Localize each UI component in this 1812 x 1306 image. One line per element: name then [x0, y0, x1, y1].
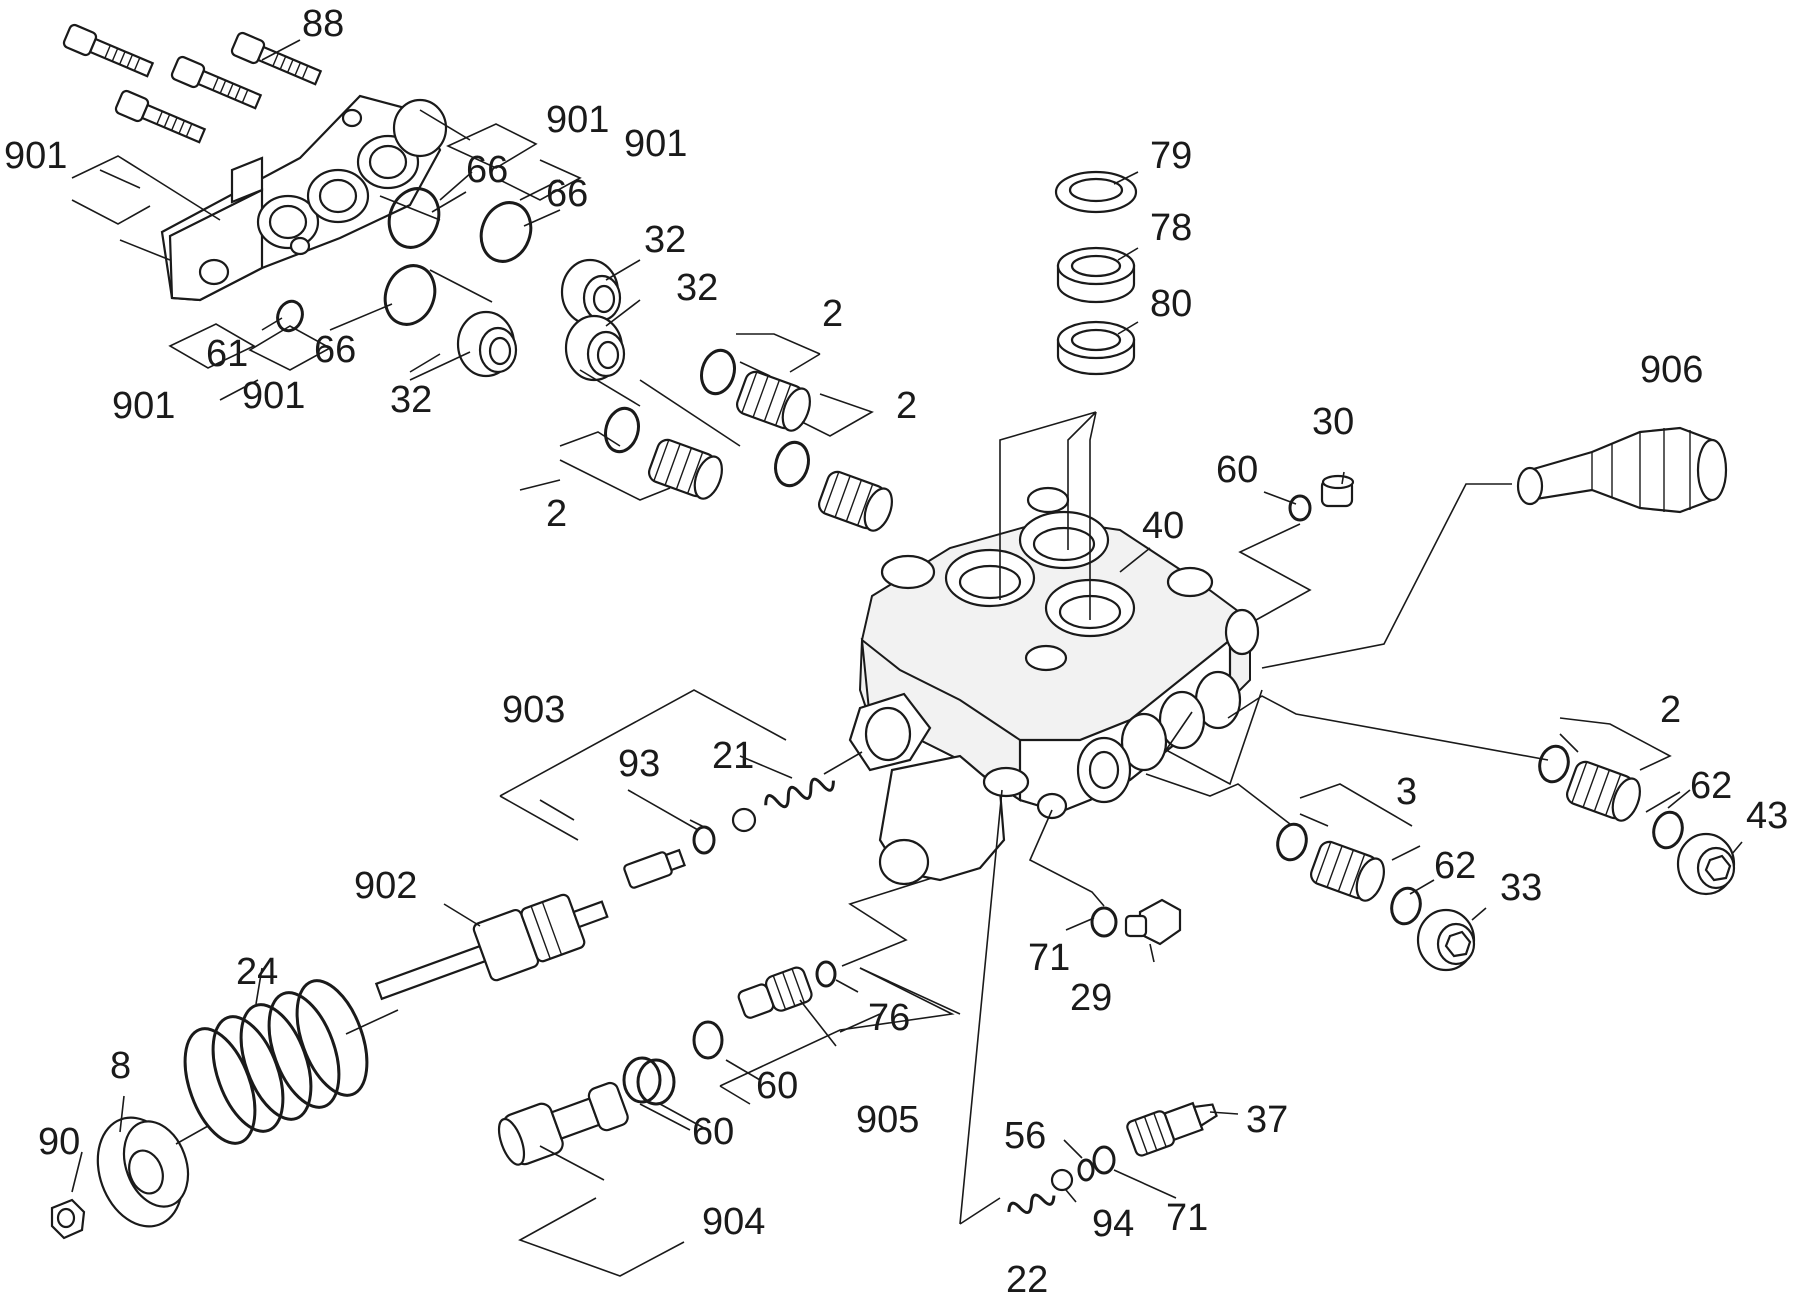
label-901-a: 901: [4, 135, 67, 177]
part-seals-79-78-80: [1054, 170, 1138, 376]
label-94: 94: [1092, 1203, 1134, 1245]
label-56: 56: [1004, 1115, 1046, 1157]
label-78: 78: [1150, 207, 1192, 249]
part-30-plug: [1288, 474, 1355, 522]
label-906: 906: [1640, 349, 1703, 391]
part-902-piston: [374, 893, 609, 1001]
part-906-fitting: [1516, 426, 1728, 514]
label-32-b: 32: [676, 267, 718, 309]
label-76: 76: [868, 997, 910, 1039]
label-60-b: 60: [756, 1065, 798, 1107]
label-904: 904: [702, 1201, 765, 1243]
label-903: 903: [502, 689, 565, 731]
label-3: 3: [1396, 771, 1417, 813]
label-30: 30: [1312, 401, 1354, 443]
label-29: 29: [1070, 977, 1112, 1019]
part-905-piston: [692, 960, 837, 1060]
label-902: 902: [354, 865, 417, 907]
label-60-c: 60: [692, 1111, 734, 1153]
part-40-pump-head: [848, 486, 1260, 886]
label-71-b: 71: [1166, 1197, 1208, 1239]
label-88: 88: [302, 3, 344, 45]
label-66-c: 66: [314, 329, 356, 371]
label-901-d: 901: [112, 385, 175, 427]
callout-labels: 88 901 901 901 66 66 66 32 32 32 61 901 …: [4, 3, 1788, 1301]
label-2-c: 2: [546, 493, 567, 535]
part-88-screws: [62, 23, 323, 144]
label-2-b: 2: [896, 385, 917, 427]
part-valve-seats-32: [456, 258, 626, 382]
part-valve-orings: [604, 348, 810, 488]
label-32-a: 32: [644, 219, 686, 261]
label-66-a: 66: [466, 149, 508, 191]
part-904-sleeve: [497, 1056, 676, 1166]
label-60-a: 60: [1216, 449, 1258, 491]
label-37: 37: [1246, 1099, 1288, 1141]
label-93: 93: [618, 743, 660, 785]
part-8-washer: [96, 1116, 190, 1228]
label-32-c: 32: [390, 379, 432, 421]
label-43: 43: [1746, 795, 1788, 837]
part-903-assembly: [623, 777, 835, 889]
label-66-b: 66: [546, 173, 588, 215]
label-21: 21: [712, 735, 754, 777]
part-90-nut: [50, 1198, 86, 1240]
label-71-a: 71: [1028, 937, 1070, 979]
label-22: 22: [1006, 1259, 1048, 1301]
part-manifold-cover: [160, 94, 448, 302]
leader-lines: [71, 39, 1743, 1277]
label-62-a: 62: [1690, 765, 1732, 807]
part-24-spring: [183, 979, 369, 1145]
part-right-valves: [1276, 744, 1736, 972]
label-90: 90: [38, 1121, 80, 1163]
label-79: 79: [1150, 135, 1192, 177]
label-61: 61: [206, 333, 248, 375]
label-2-d: 2: [1660, 689, 1681, 731]
part-37-assembly: [1007, 1101, 1218, 1214]
label-901-c: 901: [624, 123, 687, 165]
label-80: 80: [1150, 283, 1192, 325]
label-24: 24: [236, 951, 278, 993]
label-33: 33: [1500, 867, 1542, 909]
label-901-b: 901: [546, 99, 609, 141]
label-62-b: 62: [1434, 845, 1476, 887]
part-29-plug: [1090, 898, 1182, 946]
part-valves-2: [648, 370, 893, 532]
label-2-a: 2: [822, 293, 843, 335]
label-40: 40: [1142, 505, 1184, 547]
label-905: 905: [856, 1099, 919, 1141]
part-orings-66: [276, 187, 533, 333]
label-8: 8: [110, 1045, 131, 1087]
label-901-e: 901: [242, 375, 305, 417]
